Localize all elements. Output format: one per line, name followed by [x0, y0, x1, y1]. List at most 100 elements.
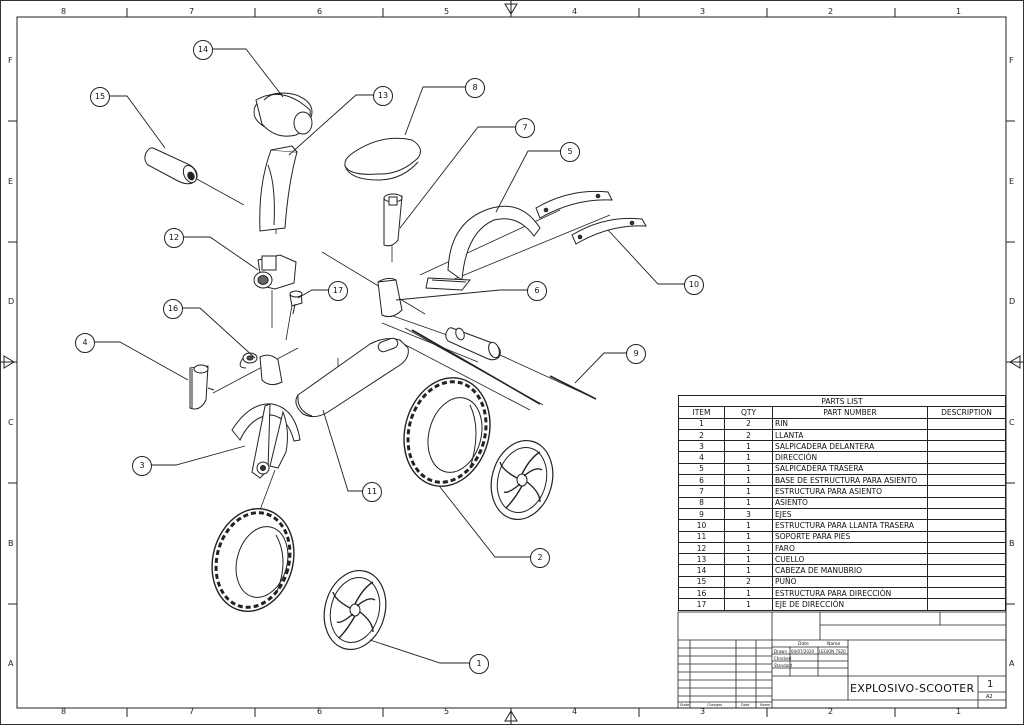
zone-label-top-6: 6: [317, 7, 323, 16]
tb-date2-label: Date: [741, 703, 750, 707]
qty-cell: 2: [724, 417, 773, 430]
callout-4: 4: [75, 333, 95, 353]
part-number-cell: CABEZA DE MANUBRIO: [772, 564, 928, 577]
part-number-cell: ESTRUCTURA PARA ASIENTO: [772, 485, 928, 498]
sheet-number: 1: [987, 679, 994, 690]
headlight-part: [253, 254, 297, 290]
zone-label-top-8: 8: [61, 7, 67, 16]
callout-9: 9: [626, 344, 646, 364]
item-cell: 1: [678, 417, 725, 430]
description-cell: [927, 575, 1006, 589]
description-cell: [927, 485, 1006, 498]
tb-state-label: State: [680, 703, 690, 707]
zone-label-right-E: E: [1009, 177, 1015, 186]
callout-8: 8: [465, 78, 485, 98]
qty-cell: 2: [724, 428, 773, 442]
part-number-cell: BASE DE ESTRUCTURA PARA ASIENTO: [772, 474, 928, 487]
item-cell: 14: [678, 564, 725, 577]
description-cell: [927, 474, 1006, 487]
item-cell: 12: [678, 541, 725, 555]
assembly-axes: [194, 160, 611, 511]
qty-cell: 1: [724, 598, 773, 611]
callout-11: 11: [362, 482, 382, 502]
zone-label-bottom-4: 4: [572, 707, 578, 716]
steering-structure-part: [239, 352, 283, 386]
rim-upper-part: [490, 439, 554, 521]
zone-label-bottom-3: 3: [700, 707, 706, 716]
part-number-cell: ASIENTO: [772, 496, 928, 509]
item-cell: 16: [678, 587, 725, 600]
description-cell: [927, 587, 1006, 600]
item-cell: 6: [678, 474, 725, 487]
item-cell: 5: [678, 462, 725, 476]
zone-label-bottom-6: 6: [317, 707, 323, 716]
axles-part: [411, 329, 597, 405]
qty-cell: 1: [724, 519, 773, 532]
item-cell: 13: [678, 553, 725, 566]
parts-list-title: PARTS LIST: [678, 394, 1006, 408]
item-cell: 3: [678, 440, 725, 453]
qty-cell: 1: [724, 451, 773, 464]
zone-label-bottom-8: 8: [61, 707, 67, 716]
tire-lower-part: [211, 508, 295, 612]
seat-part: [344, 137, 421, 181]
parts-list-table: PARTS LIST ITEM QTY PART NUMBER DESCRIPT…: [678, 394, 1006, 611]
tb-date-label: Date: [798, 642, 809, 647]
part-number-cell: LLANTA: [772, 428, 928, 442]
tb-drawn-label: Drawn: [774, 649, 787, 654]
part-number-cell: FARO: [772, 541, 928, 555]
zone-label-right-D: D: [1009, 297, 1016, 306]
zone-label-left-F: F: [8, 56, 13, 65]
callout-12: 12: [164, 228, 184, 248]
zone-label-right-A: A: [1009, 659, 1015, 668]
zone-label-bottom-2: 2: [828, 707, 834, 716]
drawing-title: EXPLOSIVO-SCOOTER: [850, 682, 975, 695]
qty-cell: 1: [724, 530, 773, 543]
header-qty: QTY: [724, 406, 773, 419]
tb-name2-label: Name: [760, 703, 771, 707]
steering-part: [189, 364, 215, 410]
zone-label-top-7: 7: [189, 7, 195, 16]
callout-13: 13: [373, 86, 393, 106]
callout-6: 6: [527, 281, 547, 301]
tb-drawn-name: LEGION 7S20: [819, 649, 846, 654]
grip-part-lower: [445, 327, 501, 361]
part-number-cell: ESTRUCTURA PARA LLANTA TRASERA: [772, 519, 928, 532]
title-block-grid: [677, 611, 1007, 709]
part-number-cell: ESTRUCTURA PARA DIRECCIÓN: [772, 587, 928, 600]
description-cell: [927, 417, 1006, 430]
tb-changes-label: Changes: [707, 703, 723, 707]
front-fender-part: [231, 403, 301, 479]
description-cell: [927, 451, 1006, 464]
callout-14: 14: [193, 40, 213, 60]
part-number-cell: SOPORTE PARA PIES: [772, 530, 928, 543]
grip-part-upper: [144, 147, 198, 185]
exploded-parts: [144, 92, 647, 651]
zone-label-left-D: D: [8, 297, 15, 306]
qty-cell: 1: [724, 587, 773, 600]
tb-checked-label: Checked: [774, 656, 792, 661]
description-cell: [927, 541, 1006, 555]
zone-label-bottom-7: 7: [189, 707, 195, 716]
description-cell: [927, 530, 1006, 543]
description-cell: [927, 564, 1006, 577]
zone-label-left-C: C: [8, 418, 14, 427]
description-cell: [927, 496, 1006, 509]
zone-label-left-A: A: [8, 659, 14, 668]
header-item: ITEM: [678, 406, 725, 419]
zone-label-top-3: 3: [700, 7, 706, 16]
seat-base-part: [377, 277, 403, 318]
zone-label-top-2: 2: [828, 7, 834, 16]
description-cell: [927, 598, 1006, 611]
